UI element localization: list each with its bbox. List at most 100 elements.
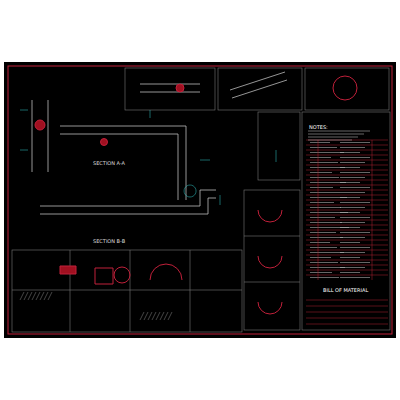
detail-stroke bbox=[310, 147, 337, 148]
detail-stroke bbox=[340, 212, 360, 213]
detail-stroke bbox=[340, 252, 365, 253]
detail-stroke bbox=[144, 312, 148, 320]
detail-stroke bbox=[340, 232, 370, 233]
detail-stroke bbox=[306, 245, 388, 246]
detail-stroke bbox=[24, 292, 28, 300]
detail-stroke bbox=[340, 192, 365, 193]
detail-stroke bbox=[48, 292, 52, 300]
detail-stroke bbox=[340, 237, 365, 238]
detail-stroke bbox=[340, 262, 370, 263]
detail-stroke bbox=[340, 177, 365, 178]
detail-stroke bbox=[340, 147, 365, 148]
detail-stroke bbox=[340, 202, 370, 203]
detail-stroke bbox=[340, 182, 360, 183]
detail-stroke bbox=[306, 225, 388, 226]
detail-stroke bbox=[140, 312, 144, 320]
detail-stroke bbox=[310, 207, 341, 208]
detail-stroke bbox=[306, 175, 388, 176]
detail-stroke bbox=[340, 222, 365, 223]
detail-stroke bbox=[310, 167, 345, 168]
detail-stroke bbox=[310, 217, 335, 218]
detail-stroke bbox=[310, 162, 338, 163]
detail-stroke bbox=[340, 272, 360, 273]
detail-stroke bbox=[310, 257, 331, 258]
detail-stroke bbox=[168, 312, 172, 320]
detail-stroke bbox=[306, 230, 388, 231]
detail-stroke bbox=[20, 292, 24, 300]
detail-stroke bbox=[306, 140, 388, 141]
detail-stroke bbox=[310, 267, 345, 268]
detail-stroke bbox=[372, 140, 373, 280]
detail-stroke bbox=[340, 207, 365, 208]
drawing-label: SECTION B-B bbox=[92, 238, 126, 244]
detail-stroke bbox=[306, 250, 388, 251]
detail-stroke bbox=[340, 247, 370, 248]
detail-stroke bbox=[36, 292, 40, 300]
detail-stroke bbox=[340, 167, 360, 168]
detail-stroke bbox=[310, 192, 340, 193]
detail-stroke bbox=[306, 215, 388, 216]
detail-stroke bbox=[306, 205, 388, 206]
detail-stroke bbox=[340, 242, 360, 243]
detail-stroke bbox=[306, 300, 388, 301]
detail-stroke bbox=[148, 312, 152, 320]
detail-stroke bbox=[44, 292, 48, 300]
detail-stroke bbox=[310, 222, 342, 223]
detail-stroke bbox=[164, 312, 168, 320]
detail-stroke bbox=[310, 187, 333, 188]
detail-stroke bbox=[306, 160, 388, 161]
detail-stroke bbox=[310, 142, 330, 143]
detail-stroke bbox=[306, 180, 388, 181]
detail-stroke bbox=[340, 257, 360, 258]
detail-stroke bbox=[308, 140, 352, 141]
detail-stroke bbox=[306, 306, 388, 307]
detail-stroke bbox=[306, 260, 388, 261]
detail-stroke bbox=[306, 190, 388, 191]
detail-stroke bbox=[340, 187, 370, 188]
detail-stroke bbox=[306, 150, 388, 151]
detail-stroke bbox=[306, 210, 388, 211]
detail-stroke bbox=[308, 137, 358, 138]
detail-stroke bbox=[306, 235, 388, 236]
detail-stroke bbox=[40, 292, 44, 300]
detail-stroke bbox=[306, 324, 388, 325]
detail-stroke bbox=[340, 172, 370, 173]
detail-stroke bbox=[318, 140, 319, 280]
detail-stroke bbox=[306, 200, 388, 201]
detail-stroke bbox=[310, 157, 331, 158]
detail-stroke bbox=[308, 134, 364, 135]
detail-stroke bbox=[310, 152, 344, 153]
detail-stroke bbox=[306, 270, 388, 271]
detail-stroke bbox=[340, 217, 370, 218]
drawing-label: SECTION A-A bbox=[92, 160, 126, 166]
detail-stroke bbox=[306, 155, 388, 156]
detail-stroke bbox=[28, 292, 32, 300]
detail-stroke bbox=[306, 318, 388, 319]
detail-stroke bbox=[310, 252, 344, 253]
detail-stroke bbox=[306, 312, 388, 313]
detail-stroke bbox=[310, 177, 339, 178]
drawing-label: BILL OF MATERIAL bbox=[322, 287, 369, 293]
detail-stroke bbox=[306, 145, 388, 146]
detail-stroke bbox=[310, 247, 337, 248]
detail-stroke bbox=[306, 220, 388, 221]
detail-stroke bbox=[306, 170, 388, 171]
detail-stroke bbox=[340, 277, 370, 278]
detail-stroke bbox=[340, 227, 360, 228]
detail-stroke bbox=[160, 312, 164, 320]
detail-stroke bbox=[340, 157, 370, 158]
detail-stroke bbox=[310, 277, 339, 278]
detail-stroke bbox=[340, 162, 365, 163]
detail-stroke bbox=[310, 202, 334, 203]
detail-stroke bbox=[310, 172, 332, 173]
detail-stroke bbox=[310, 262, 338, 263]
detail-stroke bbox=[340, 267, 365, 268]
drawing-label: NOTES: bbox=[308, 124, 329, 130]
detail-stroke bbox=[156, 312, 160, 320]
detail-stroke bbox=[306, 240, 388, 241]
detail-stroke bbox=[310, 232, 336, 233]
detail-stroke bbox=[32, 292, 36, 300]
detail-stroke bbox=[306, 195, 388, 196]
detail-stroke bbox=[306, 265, 388, 266]
